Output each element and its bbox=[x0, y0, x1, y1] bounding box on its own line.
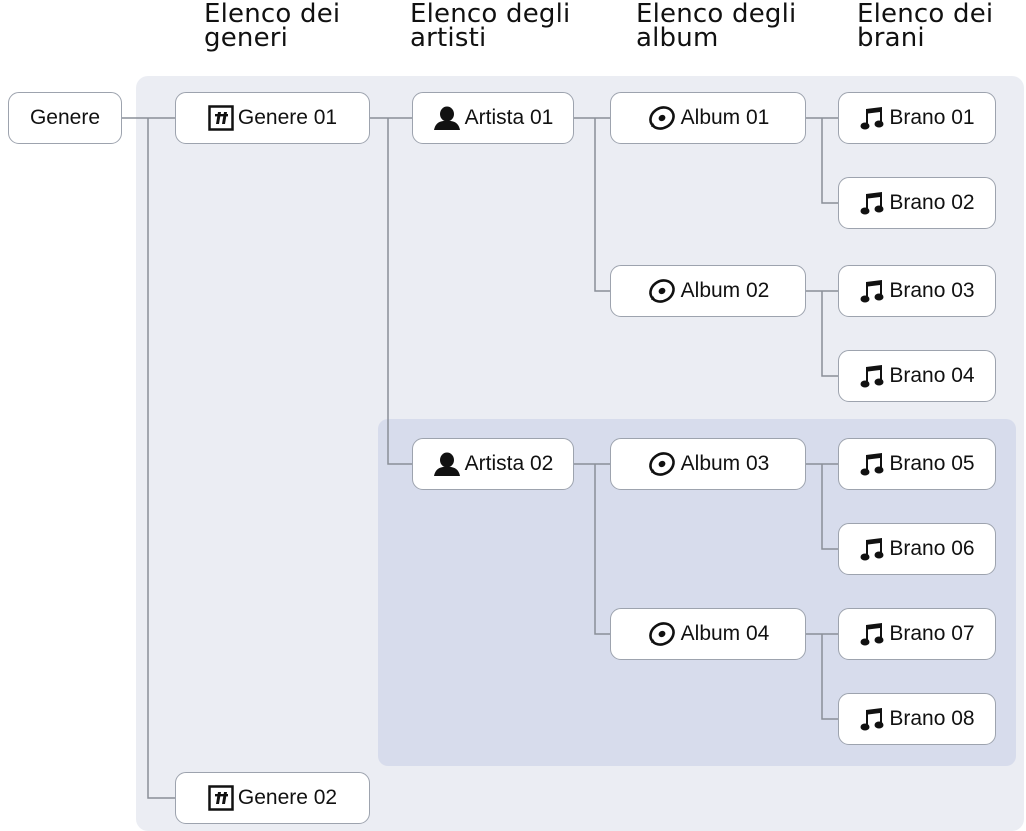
header-track-list-line2: brani bbox=[857, 23, 925, 53]
music-note-icon bbox=[859, 278, 885, 304]
genre-node-01[interactable]: Genere 01 bbox=[175, 92, 370, 144]
header-track-list: Elenco dei brani bbox=[857, 0, 994, 53]
root-genre-node[interactable]: Genere bbox=[8, 92, 122, 144]
artist-node-02[interactable]: Artista 02 bbox=[412, 438, 574, 490]
header-artist-list: Elenco degli artisti bbox=[410, 0, 571, 53]
track-label: Brano 01 bbox=[889, 106, 975, 129]
header-genre-list: Elenco dei generi bbox=[204, 0, 341, 53]
header-track-list-line1: Elenco dei bbox=[857, 0, 994, 29]
album-node-04[interactable]: Album 04 bbox=[610, 608, 806, 660]
track-label: Brano 08 bbox=[889, 707, 975, 730]
artist-label: Artista 02 bbox=[464, 452, 554, 475]
album-icon bbox=[647, 278, 677, 304]
track-label: Brano 07 bbox=[889, 622, 975, 645]
album-node-03[interactable]: Album 03 bbox=[610, 438, 806, 490]
album-label: Album 02 bbox=[680, 279, 770, 302]
track-node-06[interactable]: Brano 06 bbox=[838, 523, 996, 575]
track-label: Brano 03 bbox=[889, 279, 975, 302]
track-label: Brano 05 bbox=[889, 452, 975, 475]
header-album-list: Elenco degli album bbox=[636, 0, 797, 53]
genre-node-02[interactable]: Genere 02 bbox=[175, 772, 370, 824]
track-node-07[interactable]: Brano 07 bbox=[838, 608, 996, 660]
track-node-04[interactable]: Brano 04 bbox=[838, 350, 996, 402]
header-album-list-line2: album bbox=[636, 23, 719, 53]
artist-label: Artista 01 bbox=[464, 106, 554, 129]
album-label: Album 01 bbox=[680, 106, 770, 129]
genre-label: Genere 01 bbox=[237, 106, 338, 129]
header-album-list-line1: Elenco degli bbox=[636, 0, 797, 29]
track-node-05[interactable]: Brano 05 bbox=[838, 438, 996, 490]
header-genre-list-line2: generi bbox=[204, 23, 289, 53]
album-node-01[interactable]: Album 01 bbox=[610, 92, 806, 144]
music-note-icon bbox=[859, 536, 885, 562]
album-icon bbox=[647, 451, 677, 477]
root-genre-label: Genere bbox=[29, 106, 101, 129]
genre-icon bbox=[208, 105, 234, 131]
album-label: Album 03 bbox=[680, 452, 770, 475]
genre-icon bbox=[208, 785, 234, 811]
header-artist-list-line1: Elenco degli bbox=[410, 0, 571, 29]
album-node-02[interactable]: Album 02 bbox=[610, 265, 806, 317]
music-note-icon bbox=[859, 105, 885, 131]
artist-node-01[interactable]: Artista 01 bbox=[412, 92, 574, 144]
music-note-icon bbox=[859, 621, 885, 647]
track-label: Brano 06 bbox=[889, 537, 975, 560]
track-node-08[interactable]: Brano 08 bbox=[838, 693, 996, 745]
track-node-02[interactable]: Brano 02 bbox=[838, 177, 996, 229]
music-note-icon bbox=[859, 190, 885, 216]
music-note-icon bbox=[859, 363, 885, 389]
music-note-icon bbox=[859, 451, 885, 477]
genre-label: Genere 02 bbox=[237, 786, 338, 809]
header-genre-list-line1: Elenco dei bbox=[204, 0, 341, 29]
track-label: Brano 02 bbox=[889, 191, 975, 214]
track-label: Brano 04 bbox=[889, 364, 975, 387]
track-node-01[interactable]: Brano 01 bbox=[838, 92, 996, 144]
music-note-icon bbox=[859, 706, 885, 732]
artist-icon bbox=[433, 451, 461, 477]
artist-icon bbox=[433, 105, 461, 131]
album-icon bbox=[647, 105, 677, 131]
track-node-03[interactable]: Brano 03 bbox=[838, 265, 996, 317]
album-icon bbox=[647, 621, 677, 647]
header-artist-list-line2: artisti bbox=[410, 23, 487, 53]
album-label: Album 04 bbox=[680, 622, 770, 645]
